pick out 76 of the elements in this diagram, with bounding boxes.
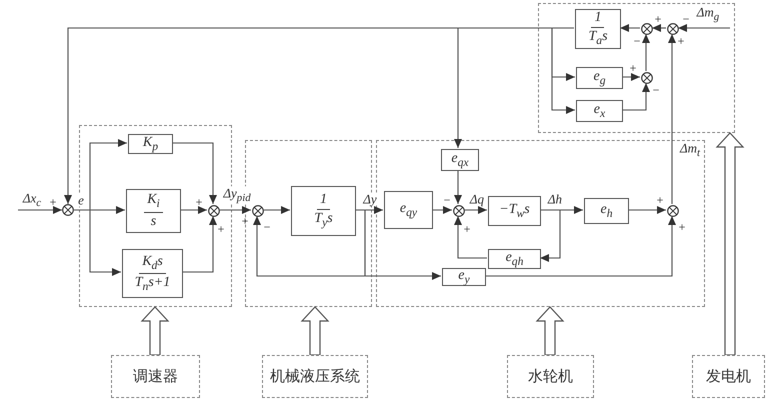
transfer-function-box: 1 T$_{y}$s	[291, 186, 356, 236]
sign-label: +	[218, 223, 224, 235]
signal-label: Δq	[468, 192, 486, 206]
arrow	[485, 216, 676, 277]
component-box: 发电机	[692, 355, 765, 398]
arrow	[432, 206, 452, 214]
component-box: 机械液压系统	[262, 355, 368, 398]
gain-box: e$_{x}$	[576, 100, 623, 122]
arrow	[678, 24, 730, 32]
arrow	[622, 83, 650, 111]
hollow-arrow	[716, 132, 744, 356]
gain-box: e$_{qy}$	[384, 191, 433, 229]
signal-label: e	[77, 194, 85, 206]
arrow	[454, 216, 487, 259]
arrow	[642, 34, 650, 71]
component-box: 水轮机	[507, 355, 594, 398]
sign-label: −	[444, 194, 450, 206]
sign-label: −	[682, 13, 690, 25]
signal-label: Δh	[546, 192, 564, 206]
arrow	[219, 206, 251, 214]
arrow	[622, 73, 640, 81]
signal-label: Δy	[362, 192, 378, 206]
gain-box: e$_{h}$	[584, 198, 629, 224]
sign-label: +	[678, 221, 686, 233]
sign-label: −	[634, 35, 640, 47]
sign-label: +	[678, 35, 684, 47]
sign-label: +	[242, 215, 248, 227]
arrow	[263, 206, 290, 214]
hollow-arrow	[140, 306, 170, 356]
arrow	[652, 24, 666, 32]
hollow-arrow	[300, 306, 330, 356]
summing-junction	[208, 205, 220, 217]
arrow	[172, 142, 217, 204]
arrow	[628, 206, 666, 214]
sign-label: +	[196, 196, 202, 208]
summing-junction	[667, 205, 679, 217]
summing-junction	[641, 23, 653, 35]
arrow	[454, 170, 462, 204]
sign-label: +	[630, 62, 636, 74]
summing-junction	[62, 204, 74, 216]
transfer-function-box: K$_{i}$ s	[126, 189, 181, 233]
arrow	[620, 24, 640, 32]
arrow	[464, 206, 487, 214]
arrow	[540, 209, 561, 262]
signal-label: Δy$_{pid}$	[222, 186, 252, 204]
sign-label: −	[652, 84, 660, 96]
summing-junction	[453, 205, 465, 217]
arrow	[182, 216, 217, 273]
gain-box: e$_{g}$	[576, 67, 623, 89]
sign-label: −	[264, 221, 270, 233]
sign-label: +	[654, 13, 662, 25]
hollow-arrow	[536, 306, 564, 356]
arrow	[180, 206, 207, 214]
gain-box: e$_{qh}$	[488, 249, 541, 269]
arrow	[551, 27, 575, 114]
sign-label: +	[656, 194, 664, 206]
arrow	[355, 206, 383, 214]
sign-label: +	[50, 196, 56, 208]
arrow	[668, 34, 676, 204]
transfer-function-box: K$_{d}$s T$_{n}$s+1	[122, 249, 183, 298]
gain-box: e$_{qx}$	[441, 149, 479, 171]
arrow	[18, 206, 62, 214]
summing-junction	[641, 72, 653, 84]
summing-junction	[252, 205, 264, 217]
turbine-region	[376, 140, 705, 307]
gain-box: K$_{p}$	[128, 134, 173, 154]
signal-label: Δx$_{c}$	[22, 191, 42, 209]
summing-junction	[667, 23, 679, 35]
generator-region	[538, 3, 735, 133]
gain-box: −T$_{w}$s	[488, 196, 541, 226]
signal-label: Δm$_{t}$	[678, 141, 702, 159]
transfer-function-box: 1 T$_{a}$s	[575, 9, 621, 49]
component-box: 调速器	[111, 355, 200, 398]
signal-label: Δm$_{g}$	[696, 5, 720, 23]
sign-label: +	[464, 223, 470, 235]
gain-box: e$_{y}$	[442, 268, 486, 286]
